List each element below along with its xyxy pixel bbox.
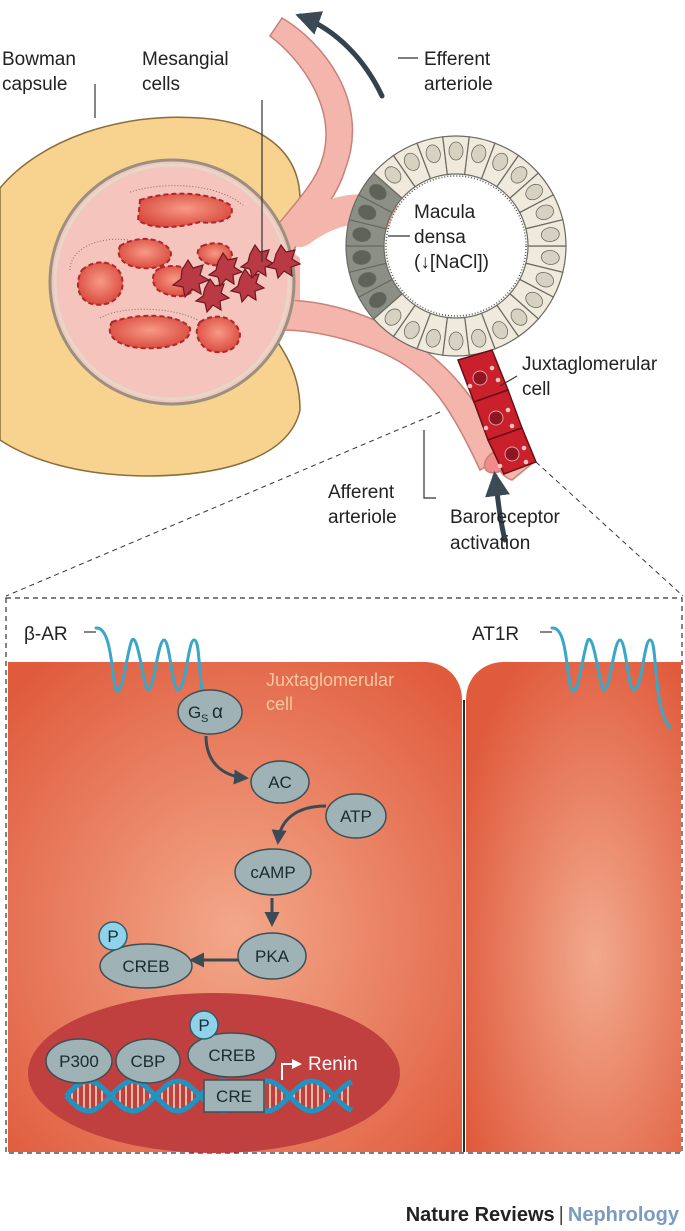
cell-nucleus xyxy=(448,141,464,161)
cell-nucleus xyxy=(403,321,420,340)
svg-text:P: P xyxy=(107,927,118,946)
zoom-line-right xyxy=(535,461,684,597)
jg-cell-inset-label-1: Juxtaglomerular xyxy=(266,670,394,690)
jg-cell-inset-label-2: cell xyxy=(266,694,293,714)
cbp-node: CBP xyxy=(115,1038,181,1084)
macula-densa xyxy=(345,135,567,357)
capillary-loops xyxy=(76,192,242,354)
cell-nucleus xyxy=(357,204,377,220)
svg-text:P300: P300 xyxy=(59,1052,99,1071)
credit-journal: Nature Reviews xyxy=(405,1204,555,1226)
afferent-label-1: Afferent xyxy=(328,482,395,503)
svg-text:ATP: ATP xyxy=(340,807,372,826)
svg-text:cAMP: cAMP xyxy=(250,863,295,882)
cell-nucleus xyxy=(369,183,387,201)
cell-nucleus xyxy=(352,227,372,242)
efferent-flow-arrow xyxy=(295,11,385,99)
efferent-label-1: Efferent xyxy=(424,49,491,70)
jg-cell-right xyxy=(466,662,681,1152)
renin-label: Renin xyxy=(308,1054,358,1075)
cre-element: CRE xyxy=(203,1079,265,1113)
svg-text:CRE: CRE xyxy=(216,1087,252,1106)
cell-nucleus xyxy=(492,152,509,171)
cell-nucleus xyxy=(510,166,528,184)
cell-nucleus xyxy=(425,144,441,164)
ac-node: AC xyxy=(250,760,310,804)
cell-nucleus xyxy=(510,308,528,326)
pka-node: PKA xyxy=(237,932,307,980)
p300-node: P300 xyxy=(45,1038,113,1084)
svg-text:CBP: CBP xyxy=(131,1052,166,1071)
macula-densa-label-1: Macula xyxy=(414,202,476,223)
macula-densa-label-3: (↓[NaCl]) xyxy=(414,252,489,273)
transcription-start-arrow xyxy=(281,1059,302,1080)
cell-nucleus xyxy=(369,291,387,309)
cell-nucleus xyxy=(384,308,402,326)
cell-nucleus xyxy=(492,321,509,340)
svg-text:S: S xyxy=(201,713,208,725)
mesangial-label-1: Mesangial xyxy=(142,49,229,70)
bowman-capsule-label-1: Bowman xyxy=(2,49,76,70)
cell-nucleus xyxy=(525,183,543,201)
cell-nucleus xyxy=(471,144,487,164)
baroreceptor-arrow xyxy=(485,471,510,543)
leader-lines xyxy=(94,57,518,499)
cell-nucleus xyxy=(525,291,543,309)
at1r-label: AT1R xyxy=(472,624,519,645)
zoom-line-left xyxy=(5,411,441,597)
mesangial-label-2: cells xyxy=(142,74,180,95)
nuclear-phosphate-badge: P xyxy=(189,1010,219,1040)
svg-text:G: G xyxy=(188,703,201,722)
gs-alpha-node: G S α xyxy=(177,689,243,735)
figure-credit: Nature Reviews|Nephrology xyxy=(406,1204,679,1227)
nuclear-creb-node: CREB xyxy=(187,1032,277,1078)
cell-nucleus xyxy=(384,166,402,184)
svg-text:AC: AC xyxy=(268,773,292,792)
beta-ar-receptor xyxy=(94,626,212,714)
efferent-label-2: arteriole xyxy=(424,74,493,95)
creb-node: CREB xyxy=(99,943,193,989)
credit-subject: Nephrology xyxy=(567,1204,679,1226)
cell-nucleus xyxy=(540,250,560,265)
cell-nucleus xyxy=(425,328,441,348)
cell-nucleus xyxy=(471,328,487,348)
inset-frame xyxy=(5,597,683,1154)
svg-text:CREB: CREB xyxy=(122,957,169,976)
bowman-capsule-label-2: capsule xyxy=(2,74,68,95)
cell-nucleus xyxy=(403,152,420,171)
juxtaglomerular-cells xyxy=(457,349,537,475)
afferent-label-2: arteriole xyxy=(328,507,397,528)
svg-text:PKA: PKA xyxy=(255,947,290,966)
cell-nucleus xyxy=(448,331,464,351)
macula-densa-label-2: densa xyxy=(414,227,466,248)
beta-ar-label: β-AR xyxy=(24,624,68,645)
svg-text:CREB: CREB xyxy=(208,1046,255,1065)
jg-cell-label-2: cell xyxy=(522,379,551,400)
cell-nucleus xyxy=(540,227,560,242)
svg-text:α: α xyxy=(212,702,223,723)
creb-phosphate-badge: P xyxy=(98,921,128,951)
pathway-arrows xyxy=(189,735,327,968)
svg-text:P: P xyxy=(198,1016,209,1035)
baroreceptor-label-2: activation xyxy=(450,533,530,554)
at1r-receptor xyxy=(550,626,672,730)
cell-nucleus xyxy=(352,250,372,265)
cell-nucleus xyxy=(535,204,555,220)
credit-separator: | xyxy=(558,1204,564,1226)
camp-node: cAMP xyxy=(234,848,312,896)
mesangial-cells xyxy=(171,243,302,314)
cell-nucleus xyxy=(535,272,555,288)
cell-nucleus xyxy=(357,272,377,288)
atp-node: ATP xyxy=(325,793,387,839)
jg-cell-label-1: Juxtaglomerular xyxy=(522,354,658,375)
baroreceptor-label-1: Baroreceptor xyxy=(450,507,561,528)
